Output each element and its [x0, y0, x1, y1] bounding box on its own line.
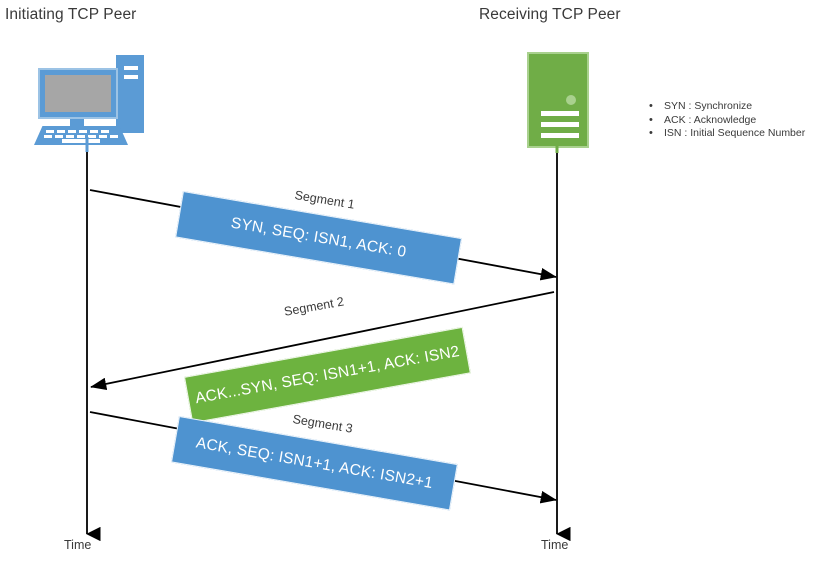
initiating-time-label: Time — [64, 538, 92, 552]
legend-item-isn: • ISN : Initial Sequence Number — [646, 127, 805, 141]
initiating-peer-title: Initiating TCP Peer — [5, 6, 137, 23]
legend-item-ack-label: ACK : Acknowledge — [664, 113, 757, 126]
legend-item-syn: • SYN : Synchronize — [646, 100, 805, 114]
server-body — [527, 52, 589, 148]
bullet-icon: • — [649, 113, 653, 126]
abbreviation-legend: • SYN : Synchronize • ACK : Acknowledge … — [646, 100, 805, 141]
keyboard-icon — [34, 126, 128, 145]
legend-item-syn-label: SYN : Synchronize — [664, 100, 753, 112]
monitor-stand — [70, 119, 84, 127]
bullet-icon: • — [649, 100, 653, 112]
server-icon — [527, 52, 589, 148]
server-slot-icon — [541, 111, 579, 116]
receiving-time-label: Time — [541, 538, 569, 552]
legend-item-isn-label: ISN : Initial Sequence Number — [664, 127, 806, 139]
computer-tower — [116, 55, 144, 133]
legend-item-ack: • ACK : Acknowledge — [646, 114, 805, 128]
tower-slot-icon — [124, 66, 138, 70]
keyboard-spacebar — [62, 139, 100, 143]
receiving-peer-title: Receiving TCP Peer — [479, 6, 621, 23]
bullet-icon: • — [649, 127, 653, 139]
monitor-frame — [38, 68, 118, 119]
desktop-computer-icon — [32, 55, 144, 147]
server-led-icon — [566, 95, 576, 105]
tower-slot-icon — [124, 75, 138, 79]
segment-2-arrow — [90, 291, 555, 391]
server-slot-icon — [541, 133, 579, 138]
monitor-screen — [45, 75, 111, 112]
server-slot-icon — [541, 122, 579, 127]
